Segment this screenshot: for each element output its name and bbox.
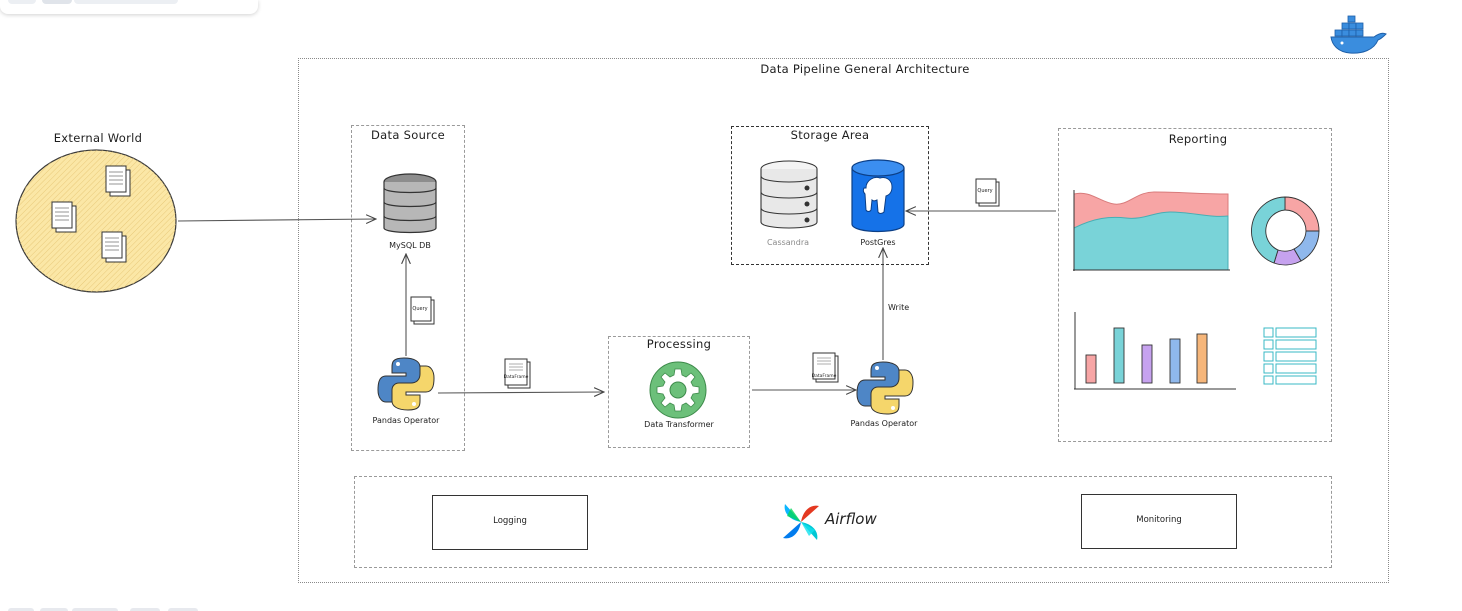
bottom-toolbar-fragment[interactable] — [40, 608, 68, 611]
postgres-elephant-icon — [851, 159, 905, 233]
logging-box — [432, 495, 588, 550]
toolbar-segment[interactable] — [42, 0, 72, 4]
python-icon — [856, 361, 914, 415]
dataframe-doc-label-2: DataFrame — [811, 374, 837, 379]
document-icon — [51, 165, 131, 263]
pandas-operator-label-1: Pandas Operator — [372, 416, 440, 425]
reporting-box — [1058, 128, 1332, 442]
logging-label: Logging — [493, 516, 527, 526]
architecture-frame — [298, 58, 1389, 583]
area-chart-icon — [1073, 190, 1230, 271]
bottom-toolbar-fragment[interactable] — [72, 608, 118, 611]
query-doc-label-1: Query — [412, 306, 428, 312]
write-label: Write — [888, 303, 910, 312]
processing-title: Processing — [646, 337, 712, 351]
external-world-title: External World — [53, 131, 143, 145]
data-source-title: Data Source — [371, 128, 445, 142]
airflow-label: Airflow — [825, 510, 877, 528]
editor-toolbar-fragment — [0, 0, 258, 14]
query-doc-label-2: Query — [977, 188, 993, 194]
bar-chart-icon — [1074, 312, 1236, 390]
bottom-toolbar-fragment[interactable] — [168, 608, 198, 611]
docker-icon — [1330, 15, 1387, 54]
monitoring-label: Monitoring — [1136, 515, 1182, 525]
postgres-label: PostGres — [860, 238, 896, 247]
processing-box — [608, 336, 750, 448]
donut-chart-icon — [1251, 196, 1320, 266]
architecture-title: Data Pipeline General Architecture — [760, 62, 970, 76]
arrow-operator-to-processing — [437, 392, 604, 393]
database-icon — [383, 173, 437, 234]
bottom-toolbar-fragment[interactable] — [8, 608, 34, 611]
toolbar-segment[interactable] — [74, 0, 178, 4]
document-icon — [504, 358, 531, 389]
document-icon — [975, 178, 1000, 207]
mysql-db-label: MySQL DB — [389, 241, 431, 250]
cassandra-database-icon — [760, 160, 818, 229]
bottom-toolbar-fragment[interactable] — [130, 608, 160, 611]
storage-area-box — [731, 126, 929, 265]
arrow-external-to-mysql — [177, 219, 376, 221]
monitoring-box — [1081, 494, 1237, 549]
data-transformer-label: Data Transformer — [644, 420, 714, 429]
storage-area-title: Storage Area — [790, 128, 870, 142]
table-icon — [1263, 327, 1317, 385]
python-icon — [377, 357, 435, 411]
gear-icon — [649, 361, 707, 419]
pandas-operator-label-2: Pandas Operator — [850, 419, 918, 428]
document-icon — [410, 296, 435, 325]
cassandra-label: Cassandra — [766, 238, 810, 247]
orchestration-box — [354, 476, 1332, 568]
airflow-logo-icon — [783, 504, 819, 540]
document-icon — [812, 352, 839, 383]
toolbar-segment[interactable] — [8, 0, 36, 4]
reporting-title: Reporting — [1168, 132, 1228, 146]
data-source-box — [351, 125, 465, 451]
dataframe-doc-label-1: DataFrame — [503, 375, 529, 380]
external-world-circle — [15, 149, 177, 293]
